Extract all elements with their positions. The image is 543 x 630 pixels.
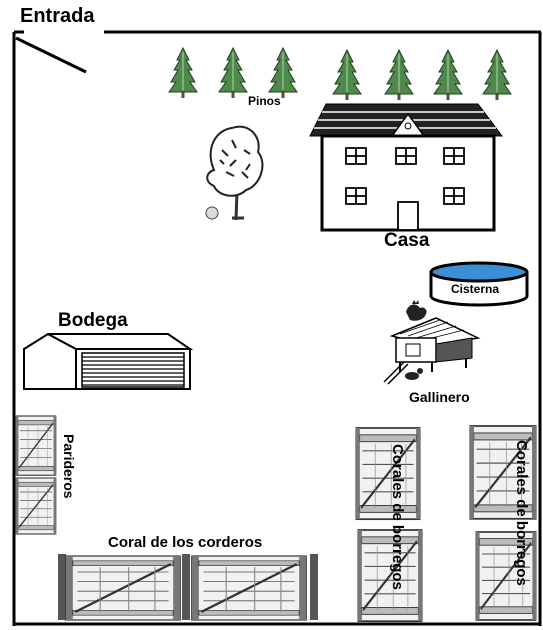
gate-icon [64,554,182,622]
farrowing-pens [15,415,57,535]
entrance-label: Entrada [20,5,95,27]
gate-icon [15,415,57,477]
pine-tree-icon [218,47,248,99]
entrance-gate-icon [15,36,87,74]
gate-icon [354,426,422,521]
pine-tree-icon [168,47,198,99]
henhouse-icon [383,300,481,385]
lamb-corral-label: Coral de los corderos [108,534,263,551]
warehouse-label: Bodega [58,310,128,331]
pine-tree-row [168,47,512,101]
lamb-corral [58,554,318,622]
sheep-corrals-2-label: Corales de borregos [513,440,530,586]
pine-tree-icon [332,49,362,101]
house-label: Casa [384,230,430,251]
cistern-icon [429,261,529,307]
sheep-corrals-1-label: Corales de borregos [389,444,406,590]
farrowing-pens-label: Parideros [61,434,77,499]
gate-icon [15,477,57,535]
barn-icon [23,332,194,390]
cistern-label: Cisterna [451,282,500,296]
henhouse-label: Gallinero [409,389,470,405]
property-boundary [12,30,542,626]
pines-label: Pinos [248,94,281,108]
pine-tree-icon [384,49,414,101]
pine-tree-icon [268,47,298,99]
deciduous-tree-icon [205,125,264,221]
pine-tree-icon [433,49,463,101]
pine-tree-icon [482,49,512,101]
gate-icon [190,554,308,622]
house-icon [309,103,503,232]
